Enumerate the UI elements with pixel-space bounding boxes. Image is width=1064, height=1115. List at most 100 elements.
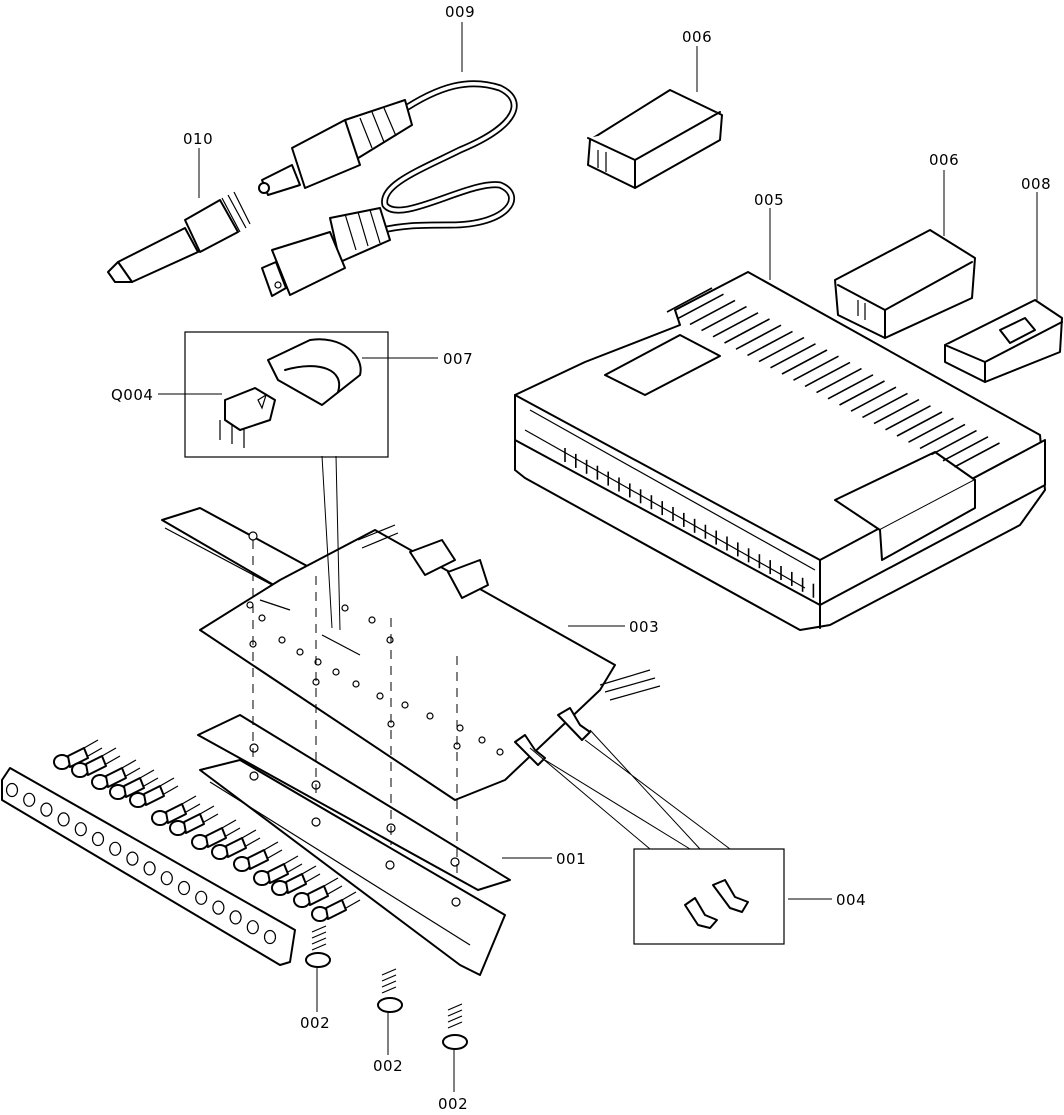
fin-top xyxy=(747,330,793,357)
pcb-hole xyxy=(368,616,376,624)
fin-top xyxy=(666,287,713,313)
end-cap-006-upper xyxy=(587,89,723,189)
pcb-hole xyxy=(296,648,304,656)
fin-top xyxy=(758,336,805,363)
housing-fins-top xyxy=(666,287,1000,468)
pcb-hole xyxy=(386,636,394,644)
bezel-hole xyxy=(23,792,36,807)
frame-001 xyxy=(197,714,511,891)
label-005: 005 xyxy=(754,191,784,209)
label-008: 008 xyxy=(1021,175,1051,193)
fin-top xyxy=(816,367,862,394)
fin-top xyxy=(712,312,759,338)
bezel-hole xyxy=(91,831,105,847)
fin-top xyxy=(701,305,747,332)
led xyxy=(109,769,159,800)
led xyxy=(71,747,121,778)
fin-top xyxy=(908,417,954,443)
led xyxy=(169,805,219,836)
fin-top xyxy=(919,423,966,450)
label-010: 010 xyxy=(183,130,213,148)
fin-top xyxy=(850,386,897,412)
fin-top xyxy=(931,429,977,456)
pcb-hole xyxy=(478,736,486,744)
fin-top xyxy=(827,374,874,400)
label-006-upper: 006 xyxy=(682,28,712,46)
fin-top xyxy=(862,392,908,419)
label-003: 003 xyxy=(629,618,659,636)
housing-fins-front xyxy=(564,448,815,598)
pcb-hole xyxy=(246,601,254,609)
assembly-lines xyxy=(252,540,458,880)
fin-top xyxy=(678,293,724,319)
pcb-hole xyxy=(341,604,349,612)
pcb-hole xyxy=(496,748,504,756)
leader-lines xyxy=(158,22,1038,1092)
bezel-hole xyxy=(212,900,225,915)
bezel-hole xyxy=(109,841,122,856)
fin-top xyxy=(885,405,931,431)
led xyxy=(211,829,261,860)
inset-box-004 xyxy=(514,707,785,945)
bezel-hole xyxy=(195,890,208,905)
label-002-left: 002 xyxy=(300,1014,330,1032)
fin-top xyxy=(793,355,839,381)
led-bezel xyxy=(1,767,296,966)
fin-top xyxy=(873,398,920,425)
fin-top xyxy=(689,299,736,326)
cover-008 xyxy=(944,299,1063,383)
led xyxy=(151,795,201,826)
led xyxy=(233,841,283,872)
led xyxy=(271,865,321,896)
label-006-right: 006 xyxy=(929,151,959,169)
bottom-profile xyxy=(199,759,506,976)
pcb-hole xyxy=(352,680,360,688)
pcb-hole xyxy=(258,614,266,622)
label-q004: Q004 xyxy=(111,386,153,404)
bezel-hole xyxy=(126,851,139,866)
housing-005 xyxy=(514,271,1046,631)
bezel-hole xyxy=(246,920,259,935)
foot-002-right xyxy=(442,1003,468,1050)
led xyxy=(129,777,179,808)
bezel-hole xyxy=(229,910,242,925)
led xyxy=(191,819,241,850)
bezel-hole xyxy=(263,929,277,945)
fin-top xyxy=(735,324,782,350)
foot-002-mid xyxy=(377,968,403,1013)
led xyxy=(311,891,361,922)
fin-top xyxy=(896,411,943,437)
label-007: 007 xyxy=(443,350,473,368)
led xyxy=(91,759,141,790)
fin-top xyxy=(839,380,885,406)
jack-plug-010 xyxy=(107,191,251,283)
label-009: 009 xyxy=(445,3,475,21)
fin-top xyxy=(724,318,770,344)
pcb-hole xyxy=(332,668,340,676)
bezel-hole xyxy=(5,782,19,798)
pcb-003 xyxy=(199,524,661,801)
bezel-hole xyxy=(40,802,53,817)
bezel-hole xyxy=(74,822,87,837)
label-002-right: 002 xyxy=(438,1095,468,1113)
end-cap-006-right xyxy=(834,229,976,339)
foot-002-left xyxy=(305,925,331,968)
cable-009 xyxy=(258,80,518,297)
led xyxy=(53,739,103,770)
fin-top xyxy=(770,343,816,369)
label-002-mid: 002 xyxy=(373,1057,403,1075)
led xyxy=(253,855,303,886)
pcb-hole xyxy=(376,692,384,700)
bezel-hole xyxy=(143,861,156,876)
label-004: 004 xyxy=(836,891,866,909)
led-array xyxy=(53,739,361,922)
fin-top xyxy=(954,442,1000,468)
bezel-hole xyxy=(57,812,70,827)
fin-top xyxy=(942,436,989,462)
pcb-hole xyxy=(426,712,434,720)
led xyxy=(293,877,343,908)
pcb-hole xyxy=(456,724,464,732)
bezel-hole xyxy=(177,880,191,896)
pcb-hole xyxy=(278,636,286,644)
